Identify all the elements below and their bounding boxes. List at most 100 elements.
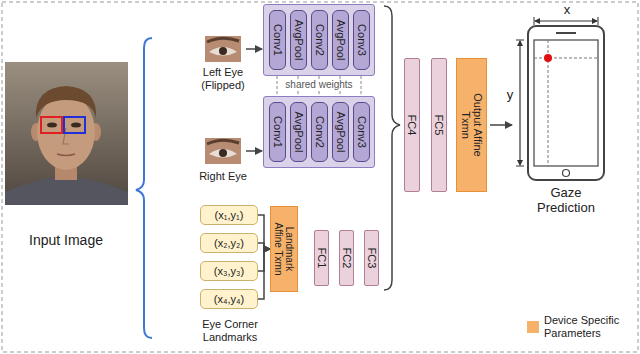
connector (258, 243, 270, 249)
right-eye-crop (205, 138, 241, 164)
eye-brow (207, 38, 239, 42)
legend-entry: Device Specific Parameters (544, 314, 632, 339)
landmark-box: (x₃,y₃) (200, 261, 258, 281)
photo-face (37, 94, 95, 170)
label-box: Input Image (16, 232, 116, 248)
node-label: FC4 (406, 95, 418, 155)
node-label: FC2 (340, 234, 352, 282)
phone (528, 26, 604, 180)
node-label: AvgPool (292, 105, 304, 159)
shared-weight-links (277, 76, 361, 96)
layer-box: Conv2 (311, 102, 328, 162)
node-label: FC5 (433, 95, 445, 155)
x-tick (598, 17, 599, 25)
phone-speaker (556, 32, 576, 34)
landmark-box: (x₂,y₂) (200, 233, 258, 253)
fc-box: FC5 (431, 58, 447, 192)
shared-link (277, 76, 278, 96)
label-box: y (503, 88, 517, 103)
affine-box: Output Affine Txmn (456, 58, 487, 192)
text-label: x (564, 2, 571, 17)
right-eye-box (64, 117, 85, 133)
label-box: Right Eye (185, 170, 261, 183)
node-label: (x₂,y₂) (214, 237, 244, 249)
output-arrow (490, 124, 512, 126)
legend-swatch (527, 321, 539, 333)
left-eye-box (41, 117, 62, 133)
eye-brow (207, 140, 239, 144)
eye-arrow (246, 48, 262, 50)
face-photo (5, 62, 128, 205)
node-label: Conv2 (313, 105, 325, 159)
node-label: (x₃,y₃) (214, 265, 244, 277)
node-label: FC3 (365, 234, 377, 282)
phone-button (563, 170, 570, 177)
layer-box: AvgPool (332, 102, 349, 162)
shared-link (361, 76, 362, 96)
layer-box: AvgPool (332, 10, 349, 70)
x-dimension (535, 20, 597, 21)
label-box: Gaze Prediction (526, 186, 606, 216)
connector (258, 215, 270, 249)
layer-box: Conv1 (269, 102, 286, 162)
eye-iris (219, 149, 227, 157)
eye-white (209, 47, 237, 56)
node-label: Conv2 (313, 13, 325, 67)
node-label: Conv1 (271, 105, 283, 159)
eye-skin (205, 138, 241, 164)
text-label: Input Image (29, 232, 103, 248)
text-label: Left Eye (Flipped) (201, 66, 244, 91)
legend-text: Device Specific Parameters (544, 314, 619, 339)
photo-shirt (5, 176, 128, 205)
layer-box: Conv3 (353, 102, 370, 162)
node-label: (x₄,y₄) (214, 293, 244, 305)
node-label: AvgPool (334, 13, 346, 67)
node-label: Output Affine Txmn (459, 93, 483, 157)
layer-box: AvgPool (290, 10, 307, 70)
landmark-box: (x₄,y₄) (200, 289, 258, 309)
fc-box: FC3 (364, 230, 379, 286)
photo-eye (71, 123, 81, 128)
input-brace (136, 38, 152, 338)
text-label: Gaze Prediction (537, 185, 595, 215)
text-label: shared weights (283, 79, 354, 90)
node-label: (x₁,y₁) (215, 209, 244, 221)
y-tick (516, 166, 524, 167)
phone-screen (534, 40, 598, 166)
text-label: Right Eye (199, 170, 247, 182)
text-label: y (507, 87, 514, 102)
node-label: AvgPool (292, 13, 304, 67)
label-box: Left Eye (Flipped) (185, 66, 261, 91)
phone-body (528, 26, 604, 180)
fc-box: FC1 (314, 230, 329, 286)
layer-box: AvgPool (290, 102, 307, 162)
node-label: Conv3 (355, 13, 367, 67)
gaze-crosshair (534, 58, 598, 59)
label-box: Eye Corner Landmarks (190, 318, 270, 343)
node-label: Conv1 (271, 13, 283, 67)
y-tick (516, 40, 524, 41)
fc-box: FC2 (339, 230, 354, 286)
merge-brace (384, 6, 400, 290)
label-box: shared weights (263, 79, 375, 91)
eye-white (209, 149, 237, 158)
label-box: x (559, 3, 575, 18)
layer-box: Conv3 (353, 10, 370, 70)
eye-iris (219, 47, 227, 55)
photo-eye (47, 123, 57, 128)
cnn-block: Conv1 AvgPool Conv2 AvgPool Conv3 (263, 4, 375, 76)
node-label: AvgPool (334, 105, 346, 159)
gaze-dot (544, 54, 552, 62)
connector (258, 249, 270, 299)
photo-hair (36, 86, 96, 118)
eye-skin (205, 36, 241, 62)
photo-background (5, 62, 128, 205)
left-eye-crop (205, 36, 241, 62)
layer-box: Conv2 (311, 10, 328, 70)
layer-box: Conv1 (269, 10, 286, 70)
photo-mouth (57, 154, 75, 156)
eye-arrow (246, 150, 262, 152)
affine-box: Landmark Affine Txmn (270, 206, 298, 292)
